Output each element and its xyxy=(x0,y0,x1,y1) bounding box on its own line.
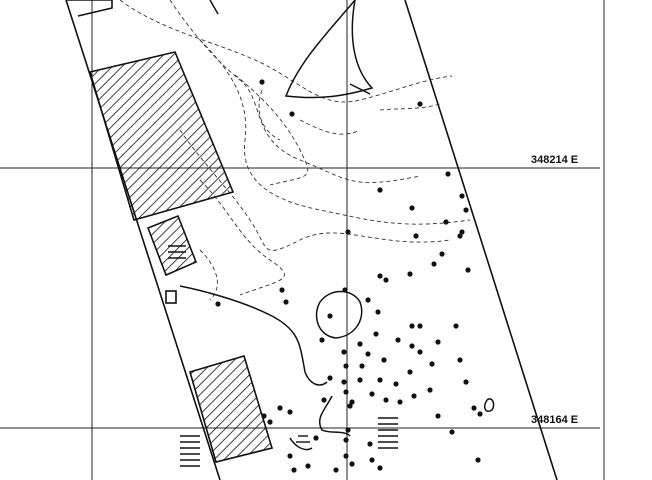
sample-point xyxy=(365,297,371,303)
sample-point xyxy=(343,389,349,395)
sample-point xyxy=(343,437,349,443)
tree-ring xyxy=(315,290,363,339)
sample-point xyxy=(445,171,451,177)
sample-point xyxy=(277,405,283,411)
sample-point xyxy=(287,409,293,415)
sample-point xyxy=(313,435,319,441)
sample-point xyxy=(341,349,347,355)
sample-point xyxy=(261,413,267,419)
sample-point xyxy=(377,377,383,383)
sample-point xyxy=(459,229,465,235)
solid-features xyxy=(179,0,495,451)
footpath-lower xyxy=(318,395,351,437)
sample-point xyxy=(383,397,389,403)
sample-point xyxy=(381,357,387,363)
sample-point xyxy=(342,287,348,293)
sample-point xyxy=(333,467,339,473)
section-markers xyxy=(168,245,398,467)
sample-point xyxy=(341,379,347,385)
sample-point xyxy=(291,467,297,473)
building-large xyxy=(88,51,235,221)
sample-point xyxy=(327,313,333,319)
sample-point xyxy=(463,207,469,213)
sample-point xyxy=(449,429,455,435)
sample-point xyxy=(283,299,289,305)
sample-point xyxy=(457,357,463,363)
sample-point xyxy=(409,205,415,211)
sample-point xyxy=(343,453,349,459)
building-lower xyxy=(189,355,274,463)
driveway-loop xyxy=(284,0,374,99)
sample-point xyxy=(431,261,437,267)
sample-point xyxy=(319,337,325,343)
sample-point xyxy=(349,461,355,467)
sample-point xyxy=(409,343,415,349)
sample-point xyxy=(373,331,379,337)
sample-point xyxy=(377,465,383,471)
sample-point xyxy=(417,323,423,329)
sample-point xyxy=(413,233,419,239)
sample-point xyxy=(345,229,351,235)
sample-point xyxy=(343,363,349,369)
sample-point xyxy=(321,397,327,403)
sample-point xyxy=(407,369,413,375)
sample-point xyxy=(435,413,441,419)
sample-point xyxy=(345,427,351,433)
sample-point xyxy=(349,399,355,405)
sample-point xyxy=(289,111,295,117)
sample-points xyxy=(215,79,483,473)
sample-point xyxy=(365,351,371,357)
sample-point xyxy=(287,453,293,459)
sample-point xyxy=(397,399,403,405)
sample-point xyxy=(215,301,221,307)
sample-point xyxy=(477,411,483,417)
sample-point xyxy=(407,271,413,277)
sample-point xyxy=(347,403,353,409)
sample-point xyxy=(411,393,417,399)
building-tiny xyxy=(165,290,177,304)
sample-point xyxy=(305,463,311,469)
sample-point xyxy=(395,337,401,343)
sample-point xyxy=(417,101,423,107)
sample-point xyxy=(453,323,459,329)
sample-point xyxy=(427,387,433,393)
sample-point xyxy=(383,277,389,283)
sample-point xyxy=(359,363,365,369)
sample-point xyxy=(357,377,363,383)
sample-point xyxy=(279,287,285,293)
sample-point xyxy=(369,457,375,463)
sample-point xyxy=(393,381,399,387)
sample-point xyxy=(367,441,373,447)
sample-point xyxy=(475,457,481,463)
sample-point xyxy=(409,323,415,329)
grid-label-lower: 348164 E xyxy=(531,414,578,426)
sample-point xyxy=(443,219,449,225)
sample-point xyxy=(463,379,469,385)
footpath-left xyxy=(179,285,328,386)
sample-point xyxy=(417,349,423,355)
sample-point xyxy=(429,361,435,367)
sample-point xyxy=(327,375,333,381)
sample-point xyxy=(439,251,445,257)
sample-point xyxy=(357,341,363,347)
grid-label-upper: 348214 E xyxy=(531,154,578,166)
sample-point xyxy=(435,339,441,345)
contour-lines xyxy=(119,0,471,301)
sample-point xyxy=(459,193,465,199)
sample-point xyxy=(377,273,383,279)
sample-point xyxy=(369,391,375,397)
sample-point xyxy=(375,309,381,315)
sample-point xyxy=(377,187,383,193)
sample-point xyxy=(457,233,463,239)
sample-point xyxy=(465,267,471,273)
sample-point xyxy=(471,405,477,411)
sample-point xyxy=(259,79,265,85)
sample-point xyxy=(267,419,273,425)
